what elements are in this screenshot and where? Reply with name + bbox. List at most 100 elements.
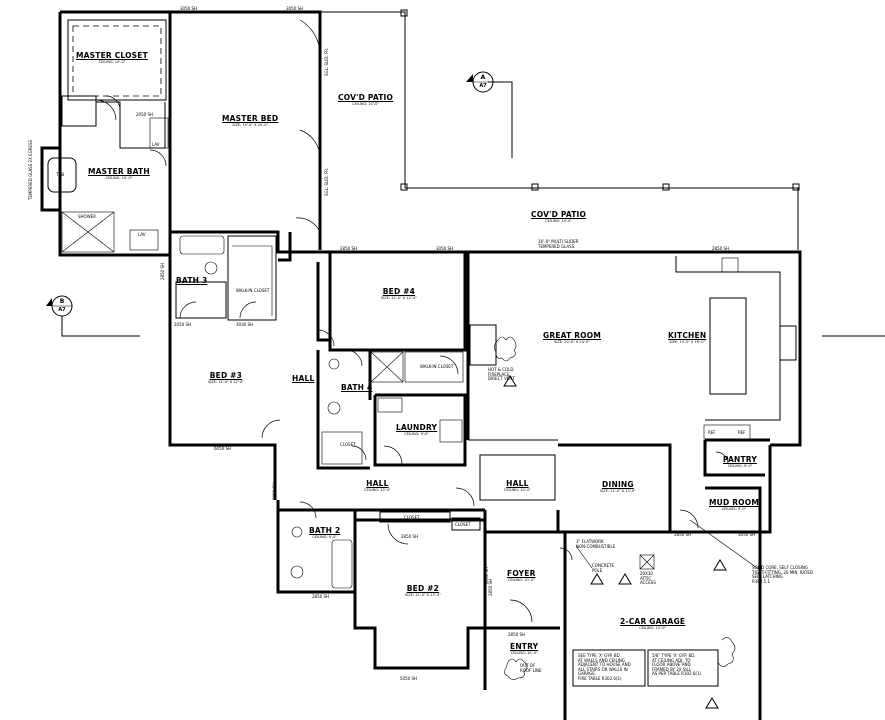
window-tag: 3050 SH — [738, 532, 755, 537]
room-foyer: FOYER CEILING: 10'-0" — [507, 570, 536, 582]
lav-counter-1 — [149, 117, 169, 149]
leader-post-note — [575, 545, 593, 569]
room-dims: CEILING: 10'-0" — [507, 577, 535, 582]
wall-rear — [320, 250, 802, 447]
label-shower: SHOWER — [78, 214, 96, 219]
door-swing-closet-small — [351, 445, 367, 461]
door-swing-laundry — [383, 445, 403, 465]
door-swing-closet — [95, 99, 117, 121]
door-swing-master-3 — [295, 217, 321, 233]
room-pantry: PANTRY CEILING: 9'-0" — [723, 456, 757, 468]
attic-access — [639, 554, 655, 570]
room-bath3: BATH 3 — [176, 277, 207, 285]
door-swing-master-1 — [299, 19, 321, 55]
room-name: FOYER — [507, 569, 536, 578]
bath4-shower-cross — [370, 351, 404, 383]
room-bed3: BED #3 SIZE: 12'-0" X 12'-0" — [208, 372, 244, 384]
window-tag: 3050 SH — [286, 6, 303, 11]
attic-access-cross — [639, 554, 655, 570]
door-swing-bath4 — [345, 349, 363, 367]
door-swing-wc — [105, 95, 121, 111]
room-dims: SIZE: 11'-0" X 13'-0" — [600, 488, 636, 493]
label-closet-hall: CLOSET — [404, 515, 420, 520]
room-name: BATH 3 — [176, 276, 208, 285]
warning-icon-fireplace — [503, 375, 517, 387]
room-dims: CEILING: 9'-0" — [727, 463, 753, 468]
wall-entry — [483, 626, 560, 690]
room-name: COV'D PATIO — [531, 210, 587, 219]
room-dims: SIZE: 20'-0" X 24'-0" — [554, 339, 590, 344]
room-master-closet: MASTER CLOSET CEILING: 10'-0" — [76, 52, 148, 64]
bath4-closet — [404, 351, 464, 383]
post-patio-4 — [662, 183, 670, 191]
room-mud-room: MUD ROOM CEILING: 9'-0" — [709, 499, 759, 511]
post-patio-1 — [400, 9, 408, 17]
bath2-tub — [331, 539, 353, 589]
room-covd-patio-upper: COV'D PATIO CEILING: 10'-0" — [338, 94, 393, 106]
label-closet-small: CLOSET — [340, 442, 356, 447]
section-marker-a-sheet: A7 — [479, 83, 487, 89]
kitchen-counter — [675, 256, 781, 421]
room-name: 2-CAR GARAGE — [620, 617, 686, 626]
room-name: GREAT ROOM — [543, 331, 601, 340]
wall-hall-left — [278, 232, 292, 262]
lav-counter-2 — [129, 229, 159, 251]
section-line-a — [488, 81, 513, 158]
note-roof: OUT OF ROOF LINE — [520, 663, 542, 673]
room-name: HALL — [506, 479, 529, 488]
label-lav-1: LAV — [152, 142, 160, 147]
room-dims: SIZE: 14'-0" X 16'-0" — [669, 339, 706, 344]
warning-icon-post — [590, 573, 604, 585]
window-tag: 2850 SH — [401, 534, 418, 539]
note-flatwork: 3" FLATWORK NON-COMBUSTIBLE — [576, 539, 616, 549]
revision-cloud-fireplace — [494, 336, 517, 362]
room-dims: SIZE: 15'-0" X 20'-0" — [232, 122, 269, 127]
room-hall-right: HALL CEILING: 10'-0" — [504, 480, 531, 492]
room-garage: 2-CAR GARAGE CEILING: 10'-0" — [620, 618, 685, 630]
bath4-lav — [328, 358, 340, 370]
room-dims: SIZE: 12'-0" X 12'-0" — [381, 295, 417, 300]
room-name: MUD ROOM — [709, 498, 759, 507]
room-dims: CEILING: 10'-0" — [510, 650, 538, 655]
room-name: BATH 4 — [341, 383, 373, 392]
room-dims: CEILING: 9'-0" — [404, 431, 429, 436]
room-great-room: GREAT ROOM SIZE: 20'-0" X 24'-0" — [543, 332, 601, 344]
room-name: BED #4 — [382, 287, 416, 296]
wall-mud-room — [705, 486, 762, 532]
room-kitchen: KITCHEN SIZE: 14'-0" X 16'-0" — [668, 332, 706, 344]
room-dims: CEILING: 9'-0" — [721, 506, 747, 511]
closet-shelf — [72, 25, 162, 97]
door-swing-bed4-closet — [439, 355, 459, 375]
room-name: MASTER CLOSET — [76, 51, 148, 60]
warning-icon-garage — [705, 697, 719, 709]
warning-icon-attic — [618, 573, 632, 585]
room-name: KITCHEN — [668, 331, 707, 340]
bath3-toilet — [204, 261, 218, 275]
section-marker-b-arrow — [46, 298, 52, 306]
master-bath-partition — [96, 101, 166, 149]
bed2-closet — [451, 517, 481, 531]
section-marker-a-letter: A — [480, 74, 486, 81]
wall-bath2 — [276, 500, 357, 594]
wall-hall-right — [479, 454, 556, 501]
section-marker-b-letter: B — [59, 298, 65, 305]
room-bed4: BED #4 SIZE: 12'-0" X 12'-0" — [381, 288, 417, 300]
wall-laundry — [373, 393, 467, 467]
wall-hall-lower — [355, 508, 487, 532]
wall-garage — [565, 530, 762, 720]
label-lav-2: LAV — [138, 232, 146, 237]
post-patio-2 — [400, 183, 408, 191]
bath3-tub — [179, 235, 225, 255]
bath2-lav — [291, 526, 303, 538]
window-tag-vertical: SGL. SLID. FR. — [324, 47, 329, 76]
room-name: LAUNDRY — [396, 423, 438, 432]
outline-covd-patio-lower — [405, 187, 799, 250]
room-bath4: BATH 4 — [341, 384, 372, 392]
window-tag-vertical: 3050 SH — [272, 483, 277, 500]
bath4-toilet — [327, 401, 341, 415]
label-ref-1: REF — [708, 430, 716, 435]
wall-bed4 — [328, 252, 467, 352]
wall-pantry — [703, 438, 770, 477]
